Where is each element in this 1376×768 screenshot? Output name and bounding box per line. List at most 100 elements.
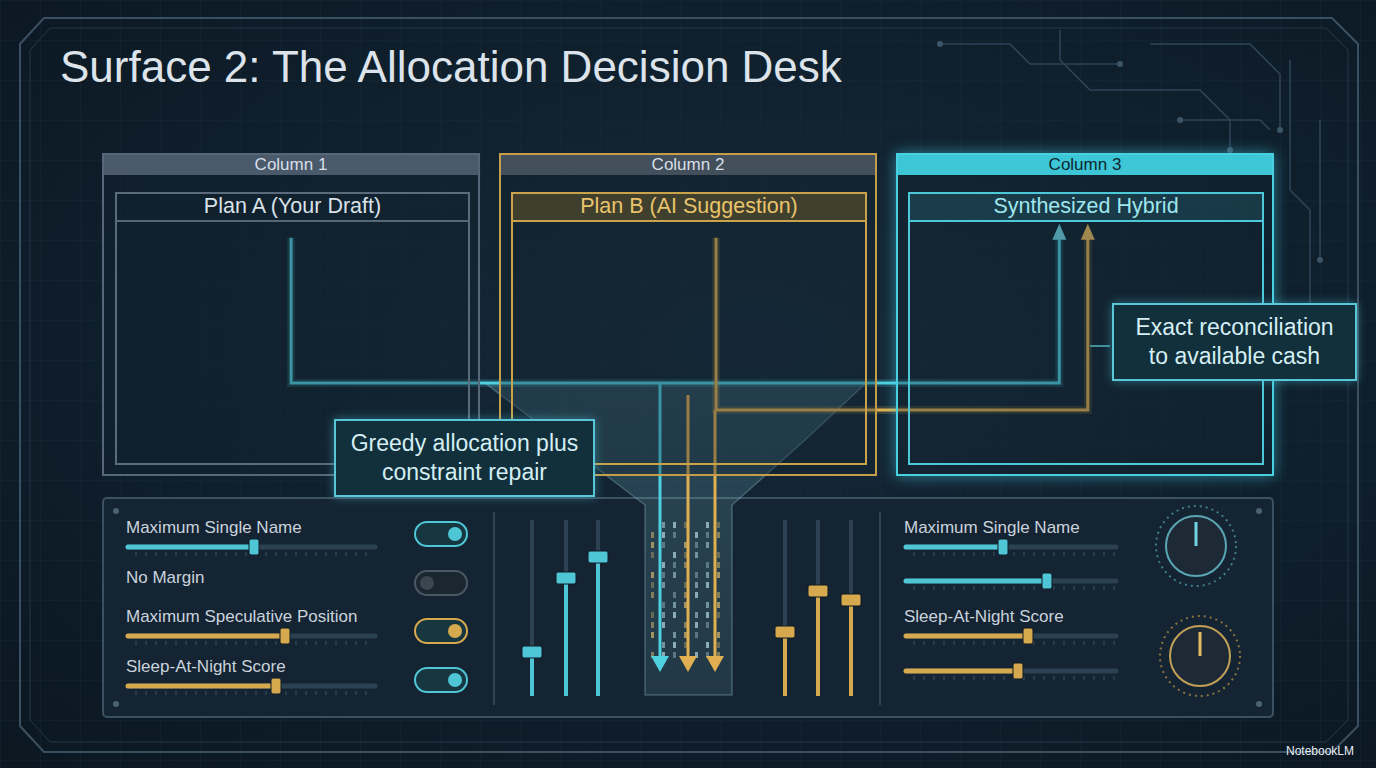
tick — [316, 552, 317, 556]
tick — [1064, 641, 1065, 645]
data-dot — [662, 572, 665, 578]
tick — [1114, 641, 1115, 645]
data-dot — [717, 602, 720, 608]
tick — [326, 641, 327, 645]
data-dot — [673, 552, 676, 558]
tick — [1024, 676, 1025, 680]
tick — [914, 552, 915, 556]
data-dot — [706, 522, 709, 528]
fader-track — [564, 520, 568, 696]
data-dot — [662, 522, 665, 528]
data-dot — [662, 532, 665, 538]
tick — [994, 586, 995, 590]
data-dot — [673, 642, 676, 648]
tick — [1104, 552, 1105, 556]
tick — [1014, 552, 1015, 556]
tick — [186, 641, 187, 645]
data-dot — [651, 542, 654, 548]
tick — [176, 641, 177, 645]
tick — [196, 641, 197, 645]
slider-knob — [1042, 573, 1052, 589]
toggle-knob — [420, 576, 434, 590]
tick — [216, 691, 217, 695]
tick — [196, 552, 197, 556]
data-dot — [717, 532, 720, 538]
arrowhead — [706, 656, 724, 672]
data-dot — [695, 552, 698, 558]
tick — [1094, 676, 1095, 680]
toggle-knob — [448, 673, 462, 687]
slider-fill — [906, 669, 1018, 674]
fader-fill — [816, 591, 820, 696]
tick — [934, 586, 935, 590]
data-dot — [717, 642, 720, 648]
toggle-knob — [448, 527, 462, 541]
tick — [1104, 641, 1105, 645]
slider-knob — [280, 628, 290, 644]
tick — [236, 641, 237, 645]
data-dot — [651, 632, 654, 638]
tick — [1054, 552, 1055, 556]
data-dot — [673, 632, 676, 638]
tick — [964, 552, 965, 556]
tick — [156, 552, 157, 556]
fader-fill — [783, 632, 787, 696]
data-dot — [673, 562, 676, 568]
data-dot — [717, 612, 720, 618]
tick — [974, 641, 975, 645]
data-dot — [717, 562, 720, 568]
tick — [346, 641, 347, 645]
tick — [1044, 676, 1045, 680]
tick — [954, 586, 955, 590]
tick — [1084, 641, 1085, 645]
tick — [1024, 586, 1025, 590]
control-label: Maximum Single Name — [126, 518, 302, 538]
page-title: Surface 2: The Allocation Decision Desk — [60, 42, 842, 92]
tick — [1034, 641, 1035, 645]
tick — [166, 691, 167, 695]
data-dot — [695, 592, 698, 598]
slider-track — [906, 669, 1116, 674]
callout-text: Greedy allocation plus constraint repair — [348, 429, 581, 487]
tick — [1054, 586, 1055, 590]
watermark: NotebookLM — [1286, 744, 1354, 758]
tick — [266, 691, 267, 695]
tick — [1114, 552, 1115, 556]
slider-track — [906, 545, 1116, 550]
tick — [1114, 586, 1115, 590]
tick — [176, 552, 177, 556]
data-dot — [706, 612, 709, 618]
toggle-switch — [415, 619, 467, 643]
plan-title: Plan B (AI Suggestion) — [513, 194, 865, 222]
tick — [366, 691, 367, 695]
separator — [493, 512, 495, 705]
tick — [306, 552, 307, 556]
data-dot — [706, 582, 709, 588]
tick — [246, 641, 247, 645]
tick — [276, 552, 277, 556]
tick — [226, 552, 227, 556]
tick — [236, 691, 237, 695]
tick — [256, 641, 257, 645]
tick — [984, 586, 985, 590]
data-dot — [673, 652, 676, 658]
tick — [944, 586, 945, 590]
tick — [366, 641, 367, 645]
slider-knob — [249, 539, 259, 555]
tick — [296, 691, 297, 695]
tick — [196, 691, 197, 695]
tick — [166, 641, 167, 645]
fader-knob — [588, 551, 608, 563]
tick — [136, 641, 137, 645]
tick — [346, 691, 347, 695]
slider-knob — [1013, 663, 1023, 679]
tick — [1034, 552, 1035, 556]
column-header: Column 2 — [501, 155, 875, 175]
tick — [1054, 641, 1055, 645]
tick — [146, 552, 147, 556]
tick — [346, 552, 347, 556]
tick — [974, 586, 975, 590]
separator — [879, 512, 881, 705]
